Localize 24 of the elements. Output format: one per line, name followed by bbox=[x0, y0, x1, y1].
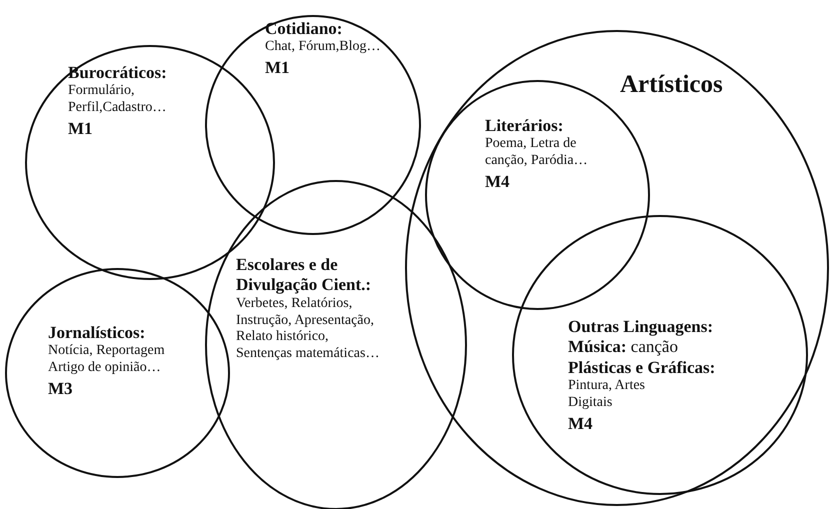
module-code: M4 bbox=[485, 172, 511, 192]
category-heading: Literários: bbox=[485, 116, 564, 136]
example-list: Chat, Fórum,Blog… bbox=[265, 39, 415, 56]
module-code: M3 bbox=[48, 378, 74, 400]
example-list: Verbetes, Relatórios, Instrução, Apresentação, Relato histórico, Sentenças matemáticas… bbox=[236, 296, 381, 363]
category-heading: Burocráticos: bbox=[68, 63, 168, 84]
category-heading: Outras Linguagens: bbox=[568, 317, 714, 338]
category-heading: Plásticas e Gráficas: bbox=[568, 358, 716, 378]
category-circle bbox=[5, 268, 230, 478]
category-circle bbox=[405, 30, 829, 506]
category-heading: Jornalísticos: bbox=[48, 323, 146, 344]
category-circle bbox=[205, 15, 421, 235]
example-list: Notícia, Reportagem Artigo de opinião… bbox=[48, 343, 170, 377]
category-heading: Escolares e de Divulgação Cient.: bbox=[236, 255, 372, 296]
example-list: Poema, Letra de canção, Paródia… bbox=[485, 136, 590, 170]
module-code: M1 bbox=[68, 118, 94, 140]
category-circle bbox=[512, 215, 808, 495]
example-list: Formulário, Perfil,Cadastro… bbox=[68, 83, 183, 117]
category-heading: Cotidiano: bbox=[265, 19, 344, 40]
example-list: Pintura, Artes Digitais bbox=[568, 378, 668, 412]
category-title: Artísticos bbox=[620, 70, 724, 100]
module-code: M4 bbox=[568, 414, 594, 434]
module-code: M1 bbox=[265, 58, 291, 79]
category-line: Música: canção bbox=[568, 337, 679, 358]
